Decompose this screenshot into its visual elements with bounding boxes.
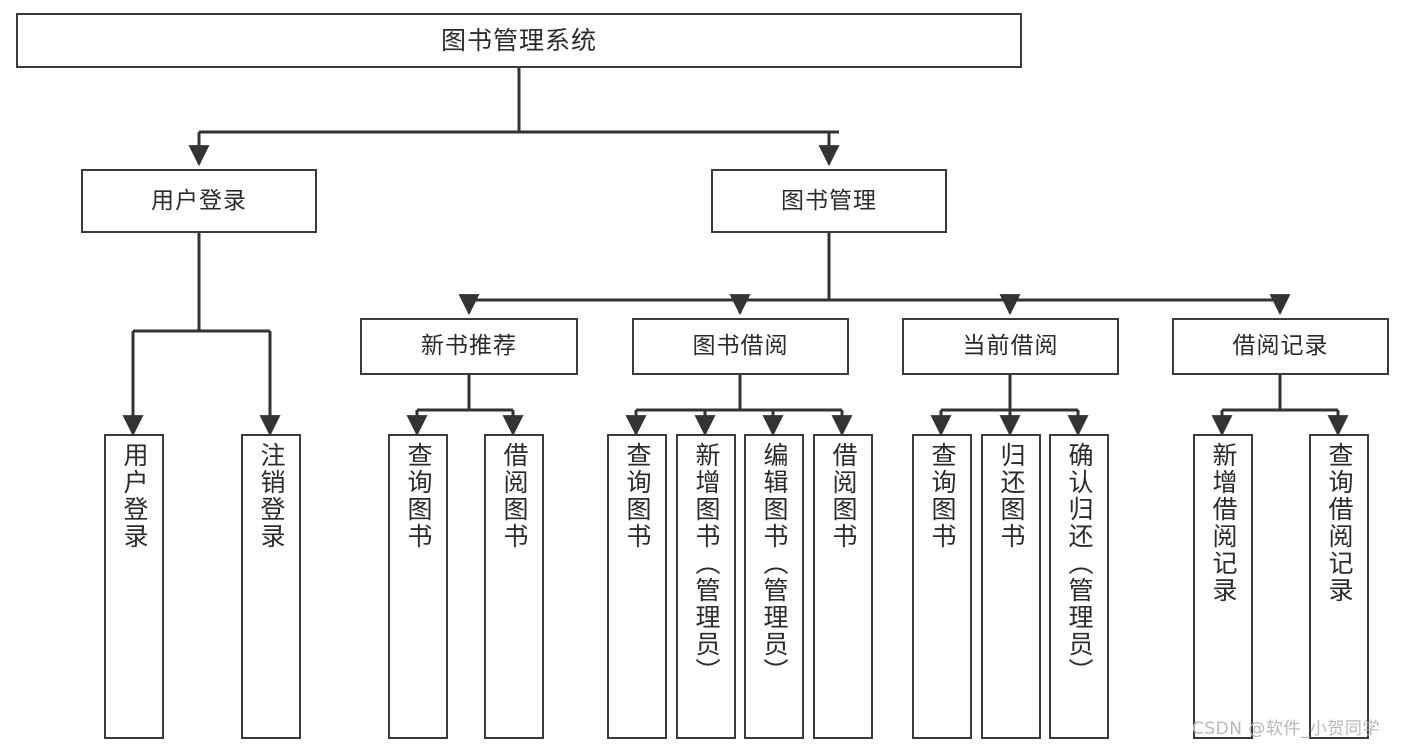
node-user-login[interactable]: 用户登录 (81, 169, 317, 233)
node-label: 新增借阅记录 (1209, 442, 1238, 604)
node-label: 当前借阅 (962, 333, 1059, 360)
node-label: 查询借阅记录 (1325, 442, 1354, 604)
node-leaf-borrow-book-1[interactable]: 借阅图书 (484, 434, 544, 739)
node-leaf-user-login[interactable]: 用户登录 (104, 434, 164, 739)
node-label: 借阅图书 (500, 442, 529, 550)
node-leaf-borrow-book-2[interactable]: 借阅图书 (813, 434, 873, 739)
node-label: 查询图书 (404, 442, 433, 550)
node-root-system[interactable]: 图书管理系统 (16, 13, 1022, 68)
node-leaf-add-book-admin[interactable]: 新增图书（管理员） (676, 434, 736, 739)
node-label: 确认归还（管理员） (1065, 442, 1094, 685)
node-leaf-confirm-return-admin[interactable]: 确认归还（管理员） (1049, 434, 1109, 739)
node-label: 图书借阅 (692, 333, 789, 360)
node-new-book-recommend[interactable]: 新书推荐 (360, 318, 578, 375)
node-leaf-query-book-1[interactable]: 查询图书 (388, 434, 448, 739)
node-book-manage[interactable]: 图书管理 (711, 169, 947, 233)
node-leaf-return-book[interactable]: 归还图书 (981, 434, 1041, 739)
node-borrow-record[interactable]: 借阅记录 (1172, 318, 1389, 375)
node-label: 图书管理系统 (440, 25, 597, 55)
node-label: 借阅图书 (829, 442, 858, 550)
node-label: 查询图书 (623, 442, 652, 550)
node-leaf-add-borrow-record[interactable]: 新增借阅记录 (1193, 434, 1253, 739)
node-current-borrow[interactable]: 当前借阅 (902, 318, 1119, 375)
node-label: 新书推荐 (421, 333, 517, 360)
node-label: 查询图书 (928, 442, 957, 550)
node-leaf-logout-login[interactable]: 注销登录 (241, 434, 301, 739)
node-label: 新增图书（管理员） (692, 442, 721, 685)
node-label: 编辑图书（管理员） (760, 442, 789, 685)
node-leaf-query-borrow-record[interactable]: 查询借阅记录 (1309, 434, 1369, 739)
node-leaf-query-book-2[interactable]: 查询图书 (607, 434, 667, 739)
node-label: 归还图书 (997, 442, 1026, 550)
node-label: 图书管理 (781, 187, 877, 214)
node-label: 用户登录 (151, 187, 247, 214)
csdn-watermark: CSDN @软件_小贺同学 (1192, 719, 1380, 739)
node-label: 注销登录 (257, 442, 286, 550)
node-leaf-edit-book-admin[interactable]: 编辑图书（管理员） (744, 434, 804, 739)
node-label: 借阅记录 (1232, 333, 1329, 360)
node-label: 用户登录 (120, 442, 149, 550)
node-book-borrow[interactable]: 图书借阅 (632, 318, 849, 375)
node-leaf-query-book-3[interactable]: 查询图书 (912, 434, 972, 739)
